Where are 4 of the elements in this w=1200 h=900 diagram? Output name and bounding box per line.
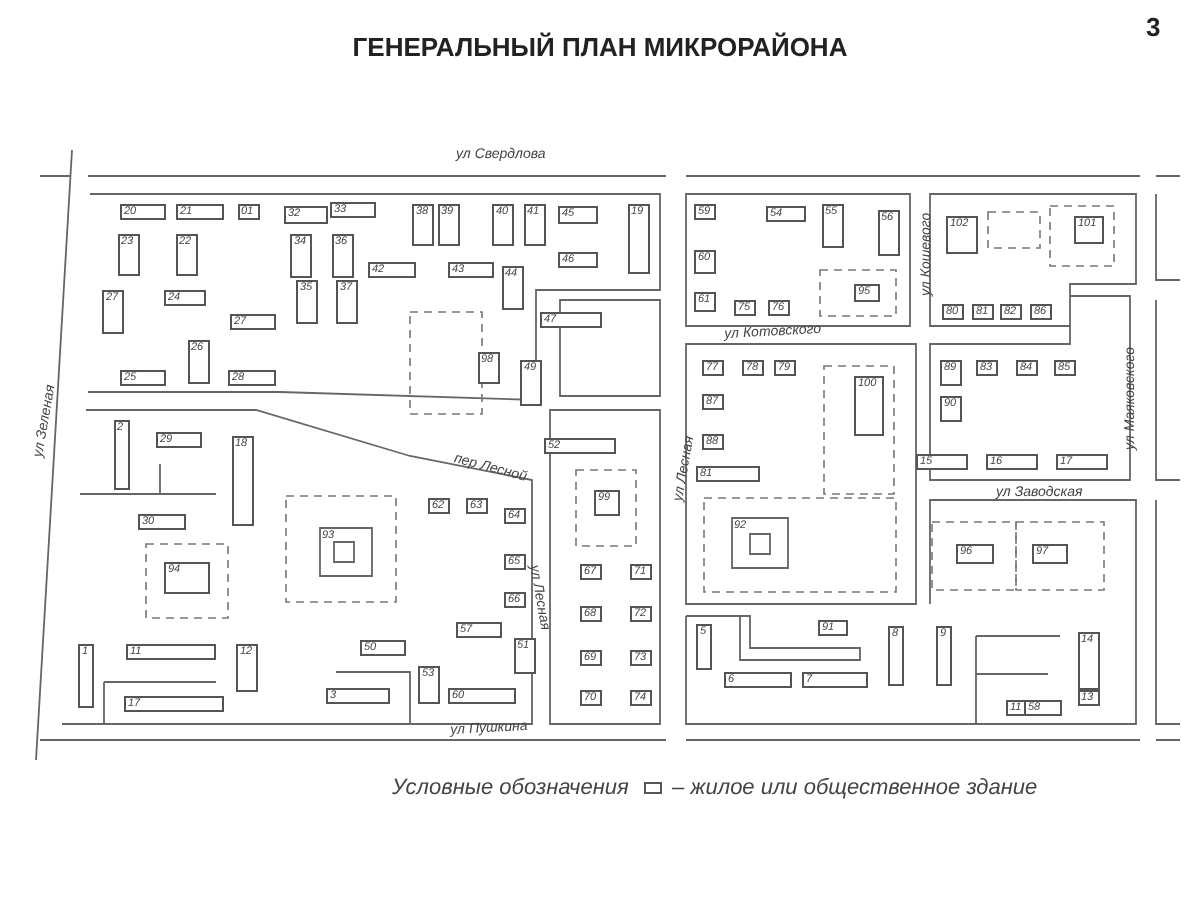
page-title: ГЕНЕРАЛЬНЫЙ ПЛАН МИКРОРАЙОНА	[350, 32, 850, 62]
legend-text: – жилое или общественное здание	[672, 776, 1038, 800]
legend-heading: Условные обозначения	[392, 776, 629, 800]
page-number: 3	[1146, 12, 1161, 42]
